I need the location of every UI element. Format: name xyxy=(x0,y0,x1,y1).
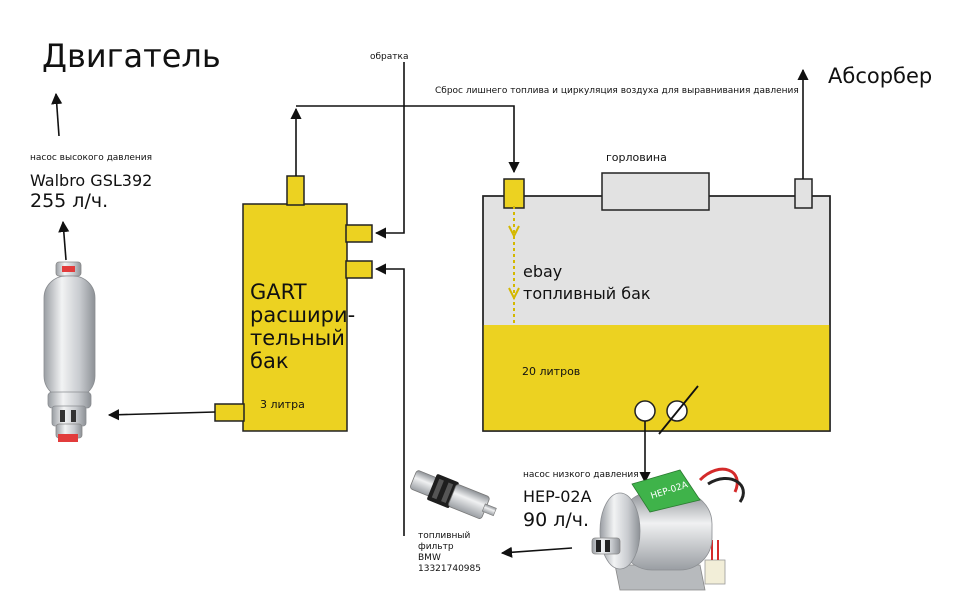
high-pressure-pump-image xyxy=(43,261,96,442)
fuel-filter-line-4: 13321740985 xyxy=(418,564,481,574)
filler-neck-label: горловина xyxy=(606,151,667,164)
fuel-filter-line-3: BMW xyxy=(418,553,441,563)
engine-title: Двигатель xyxy=(42,37,221,75)
filler-neck xyxy=(601,172,710,211)
fuel-tank-volume: 20 литров xyxy=(522,365,581,378)
fuel-tank-name: топливный бак xyxy=(523,284,651,303)
expansion-tank-name-line-1: расшири- xyxy=(250,303,356,327)
high-pressure-pump-flow: 255 л/ч. xyxy=(30,190,109,212)
expansion-tank-name-line-2: тельный xyxy=(250,326,345,350)
fuel-tank-source: ebay xyxy=(523,262,563,281)
fuel-lines xyxy=(51,62,809,558)
expansion-tank-volume: 3 литра xyxy=(260,398,305,411)
tank-outlet-open xyxy=(634,400,656,422)
high-pressure-pump-model: Walbro GSL392 xyxy=(30,171,153,190)
expansion-tank-brand: GART xyxy=(250,280,307,304)
low-pressure-pump-image: HEP-02A xyxy=(591,467,745,591)
low-pressure-pump-caption: насос низкого давления xyxy=(523,470,639,480)
fuel-filter-image xyxy=(410,470,497,519)
fuel-tank xyxy=(482,195,831,432)
return-line-label: обратка xyxy=(370,52,409,62)
tank-inflow-arrows xyxy=(508,206,520,325)
tank-inlet-port xyxy=(503,178,525,209)
fuel-filter-line-1: топливный xyxy=(418,531,471,541)
low-pressure-pump-flow: 90 л/ч. xyxy=(523,509,590,531)
expansion-tank xyxy=(214,175,373,432)
tank-vent-port xyxy=(794,178,813,209)
vent-line-label: Сброс лишнего топлива и циркуляция возду… xyxy=(435,86,799,96)
high-pressure-pump-caption: насос высокого давления xyxy=(30,153,153,163)
low-pressure-pump-model: HEP-02A xyxy=(523,487,592,506)
fuel-filter-line-2: фильтр xyxy=(418,542,454,552)
expansion-tank-name-line-3: бак xyxy=(250,349,289,373)
absorber-title: Абсорбер xyxy=(828,64,933,88)
tank-outlet-closed xyxy=(658,385,699,435)
